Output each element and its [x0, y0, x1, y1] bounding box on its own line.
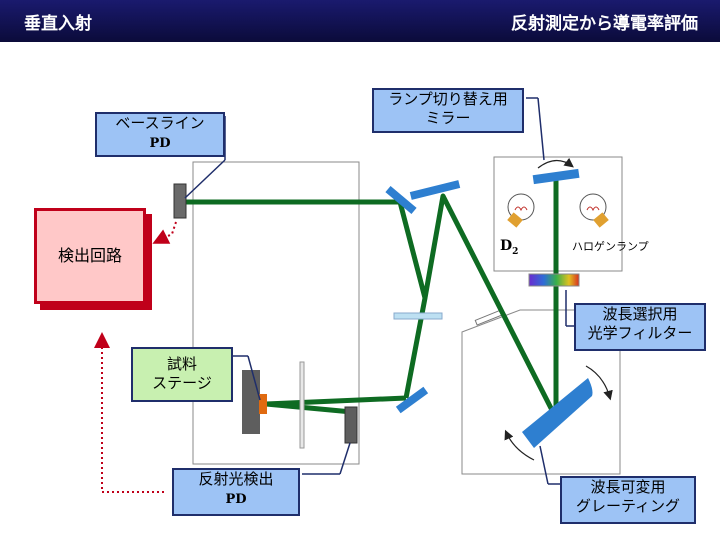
halogen-lamp-label: ハロゲンランプ [572, 240, 649, 253]
sample-label-line1: 試料 [166, 355, 197, 373]
grating-rotate-arrow-upper [585, 365, 613, 401]
mirror-1 [385, 186, 417, 214]
baseline-pd-label-line2: PD [149, 136, 171, 151]
slide-title-left: 垂直入射 [24, 14, 92, 34]
baseline-pd-label: ベースライン PD [95, 112, 225, 157]
d2-lamp-label: D2 [500, 238, 518, 257]
optical-filter [528, 273, 580, 287]
sample-chamber-outline [192, 161, 360, 465]
d2-lamp-icon [507, 193, 535, 228]
reflect-photodetector [344, 406, 358, 444]
slide-title-right: 反射測定から導電率評価 [511, 14, 698, 34]
lamp-switch-mirror-label: ランプ切り替え用 ミラー [372, 88, 524, 133]
title-bar: 垂直入射 反射測定から導電率評価 [0, 0, 720, 42]
filter-label-line2: 光学フィルター [587, 324, 693, 342]
reflect-pd-label-line2: PD [225, 492, 247, 507]
grating-label-line2: グレーティング [575, 497, 681, 515]
grating-rotate-arrow-lower [504, 429, 535, 461]
lamp-switch-mirror [532, 168, 580, 185]
halogen-lamp-icon [579, 193, 609, 228]
detection-circuit-box: 検出回路 [34, 208, 146, 304]
baseline-pd-label-line1: ベースライン [115, 114, 205, 132]
diffraction-grating [522, 378, 593, 448]
sample-stage-label: 試料 ステージ [131, 347, 233, 402]
d2-text: D [500, 238, 513, 254]
optical-filter-label: 波長選択用 光学フィルター [574, 303, 706, 351]
filter-label-line1: 波長選択用 [602, 305, 678, 323]
grating-label: 波長可変用 グレーティング [560, 476, 696, 524]
grating-label-line1: 波長可変用 [590, 478, 666, 496]
reflect-pd-label: 反射光検出 PD [172, 468, 300, 516]
mirror-3 [395, 386, 429, 414]
sample [259, 394, 267, 414]
baseline-signal-arrow [152, 221, 177, 244]
mirror-rotate-arrow [537, 157, 574, 169]
reflect-pd-label-line1: 反射光検出 [198, 470, 274, 488]
sample-label-line2: ステージ [152, 374, 212, 392]
beam-splitter [393, 312, 443, 320]
mirror-2 [409, 180, 461, 200]
reflect-signal-arrow [94, 332, 164, 493]
sample-holder [242, 370, 260, 434]
baseline-photodetector [173, 183, 187, 219]
light-beam-path [186, 180, 559, 420]
aperture-plate [299, 361, 305, 449]
mirror-label-line1: ランプ切り替え用 [388, 90, 508, 108]
mirror-label-line2: ミラー [425, 109, 471, 127]
d2-subscript: 2 [512, 246, 519, 257]
